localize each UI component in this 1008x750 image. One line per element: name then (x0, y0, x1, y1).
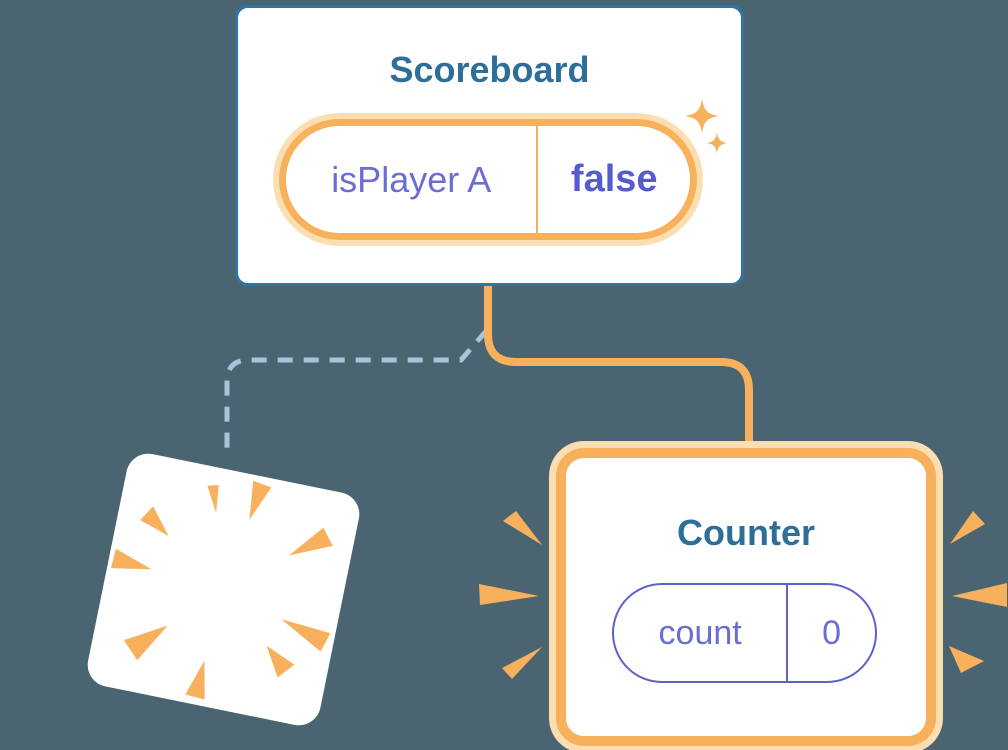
counter-state-pill: count 0 (612, 583, 877, 683)
dashed-connector-line (224, 328, 489, 456)
counter-title: Counter (677, 512, 815, 553)
scoreboard-title: Scoreboard (389, 49, 590, 90)
solid-connector-line (484, 284, 753, 454)
destroyed-component-card (83, 449, 364, 730)
state-key: count (614, 585, 789, 681)
state-value: false (570, 158, 658, 200)
poof-burst-icon (110, 480, 333, 700)
scoreboard-card: Scoreboard isPlayer A false (235, 5, 744, 286)
counter-card: Counter count 0 (556, 448, 936, 746)
scoreboard-state-pill: isPlayer A false (279, 119, 697, 240)
state-value: 0 (822, 613, 842, 652)
state-key: isPlayer A (286, 126, 539, 233)
